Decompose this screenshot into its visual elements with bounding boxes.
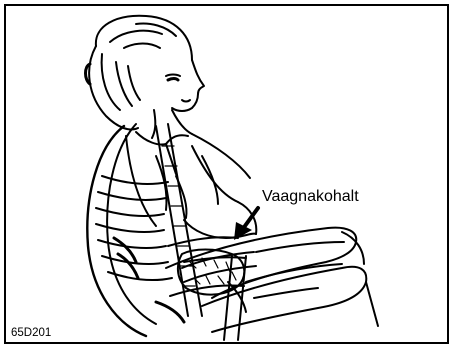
figure-code: 65D201: [11, 327, 51, 339]
neck-collar: [136, 110, 192, 174]
seatbelt-illustration: [6, 6, 449, 344]
buckle: [178, 250, 244, 295]
callout-label: Vaagnakohalt: [262, 188, 359, 206]
hair: [86, 16, 193, 130]
seat-cushion: [166, 228, 378, 332]
face: [166, 60, 204, 111]
illustration-frame: Vaagnakohalt 65D201: [4, 4, 449, 344]
